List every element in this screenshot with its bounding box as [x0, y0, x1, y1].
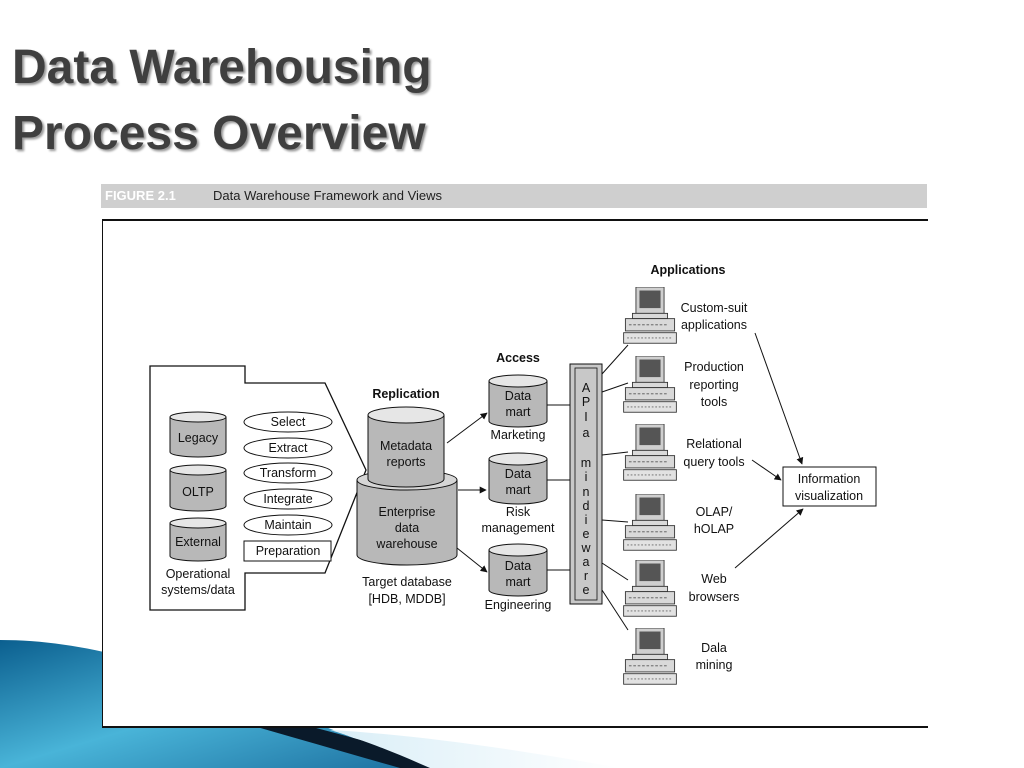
- process-step-label: Select: [271, 415, 306, 429]
- app-label-line-1: Web: [701, 572, 727, 586]
- data-mart-engineering: [488, 543, 548, 597]
- app-label-line-1: Dala: [701, 641, 727, 655]
- edw-line-2: data: [395, 521, 419, 535]
- cylinder-external: [169, 517, 227, 562]
- sources-caption-line-2: systems/data: [161, 583, 235, 597]
- computer-icon: [623, 494, 677, 551]
- cylinder-oltp: [169, 464, 227, 512]
- figure-caption: Data Warehouse Framework and Views: [213, 188, 443, 203]
- app-label-line-2: mining: [696, 658, 733, 672]
- mart-label-line-1: Risk: [506, 505, 531, 519]
- process-step-label: Maintain: [264, 518, 311, 532]
- source-label: Legacy: [178, 431, 219, 445]
- app-label-line-3: tools: [701, 395, 727, 409]
- mart-label-line-1: Marketing: [491, 428, 546, 442]
- edw-line-1: Enterprise: [379, 505, 436, 519]
- mart-label-line-1: Engineering: [485, 598, 552, 612]
- figure-header-bar: [101, 184, 927, 208]
- svg-text:r: r: [584, 569, 588, 583]
- svg-text:i: i: [585, 513, 588, 527]
- mart-line-1: Data: [505, 467, 531, 481]
- mart-line-2: mart: [506, 405, 532, 419]
- process-steps: [243, 411, 333, 536]
- information-visualization-box: [782, 466, 877, 507]
- visualization-line-1: Information: [798, 472, 861, 486]
- visualization-line-2: visualization: [795, 489, 863, 503]
- process-step-label: Integrate: [263, 492, 312, 506]
- mart-line-1: Data: [505, 389, 531, 403]
- metadata-line-1: Metadata: [380, 439, 432, 453]
- cylinder-legacy: [169, 411, 227, 458]
- svg-text:a: a: [583, 555, 590, 569]
- slide-title-line-2: Process Overview: [12, 107, 426, 160]
- svg-text:m: m: [581, 456, 591, 470]
- figure-label: FIGURE 2.1: [105, 188, 176, 203]
- app-label-line-1: Relational: [686, 437, 742, 451]
- svg-text:a: a: [583, 426, 590, 440]
- app-label-line-2: reporting: [689, 378, 738, 392]
- app-label-line-1: Production: [684, 360, 744, 374]
- app-label-line-2: hOLAP: [694, 522, 734, 536]
- computer-icon: [623, 628, 677, 685]
- mart-label-line-2: management: [482, 521, 555, 535]
- access-header: Access: [496, 351, 540, 365]
- source-label: External: [175, 535, 221, 549]
- metadata-line-2: reports: [387, 455, 426, 469]
- app-label-line-2: applications: [681, 318, 747, 332]
- slide-title-line-1: Data Warehousing: [12, 41, 432, 94]
- target-db-line-2: [HDB, MDDB]: [368, 592, 445, 606]
- svg-text:P: P: [582, 395, 590, 409]
- mart-line-2: mart: [506, 575, 532, 589]
- app-label-line-1: Custom-suit: [681, 301, 748, 315]
- svg-text:n: n: [583, 485, 590, 499]
- process-step-label: Transform: [260, 466, 317, 480]
- middleware-letters: A P I a m i n d i e w a r e: [580, 381, 591, 597]
- svg-text:w: w: [580, 541, 591, 555]
- sources-caption-line-1: Operational: [166, 567, 231, 581]
- target-db-line-1: Target database: [362, 575, 452, 589]
- svg-text:i: i: [585, 470, 588, 484]
- metadata-cylinder: [367, 406, 445, 488]
- mart-line-2: mart: [506, 483, 532, 497]
- svg-text:e: e: [583, 527, 590, 541]
- svg-text:A: A: [582, 381, 591, 395]
- computer-icon: [623, 424, 677, 481]
- svg-text:e: e: [583, 583, 590, 597]
- computer-icon: [623, 287, 677, 344]
- operational-container-arrow: [149, 365, 367, 611]
- source-label: OLTP: [182, 485, 214, 499]
- edw-line-3: warehouse: [375, 537, 437, 551]
- app-label-line-2: query tools: [683, 455, 744, 469]
- applications-header: Applications: [650, 263, 725, 277]
- svg-text:d: d: [583, 499, 590, 513]
- computer-icon: [623, 356, 677, 413]
- svg-text:I: I: [584, 410, 587, 424]
- data-mart-marketing: [488, 374, 548, 428]
- preparation-box: [243, 540, 332, 562]
- data-mart-risk: [488, 452, 548, 505]
- preparation-label: Preparation: [256, 544, 321, 558]
- process-step-label: Extract: [269, 441, 308, 455]
- app-label-line-1: OLAP/: [696, 505, 733, 519]
- replication-header: Replication: [372, 387, 439, 401]
- mart-line-1: Data: [505, 559, 531, 573]
- app-label-line-2: browsers: [689, 590, 740, 604]
- computer-icon: [623, 560, 677, 617]
